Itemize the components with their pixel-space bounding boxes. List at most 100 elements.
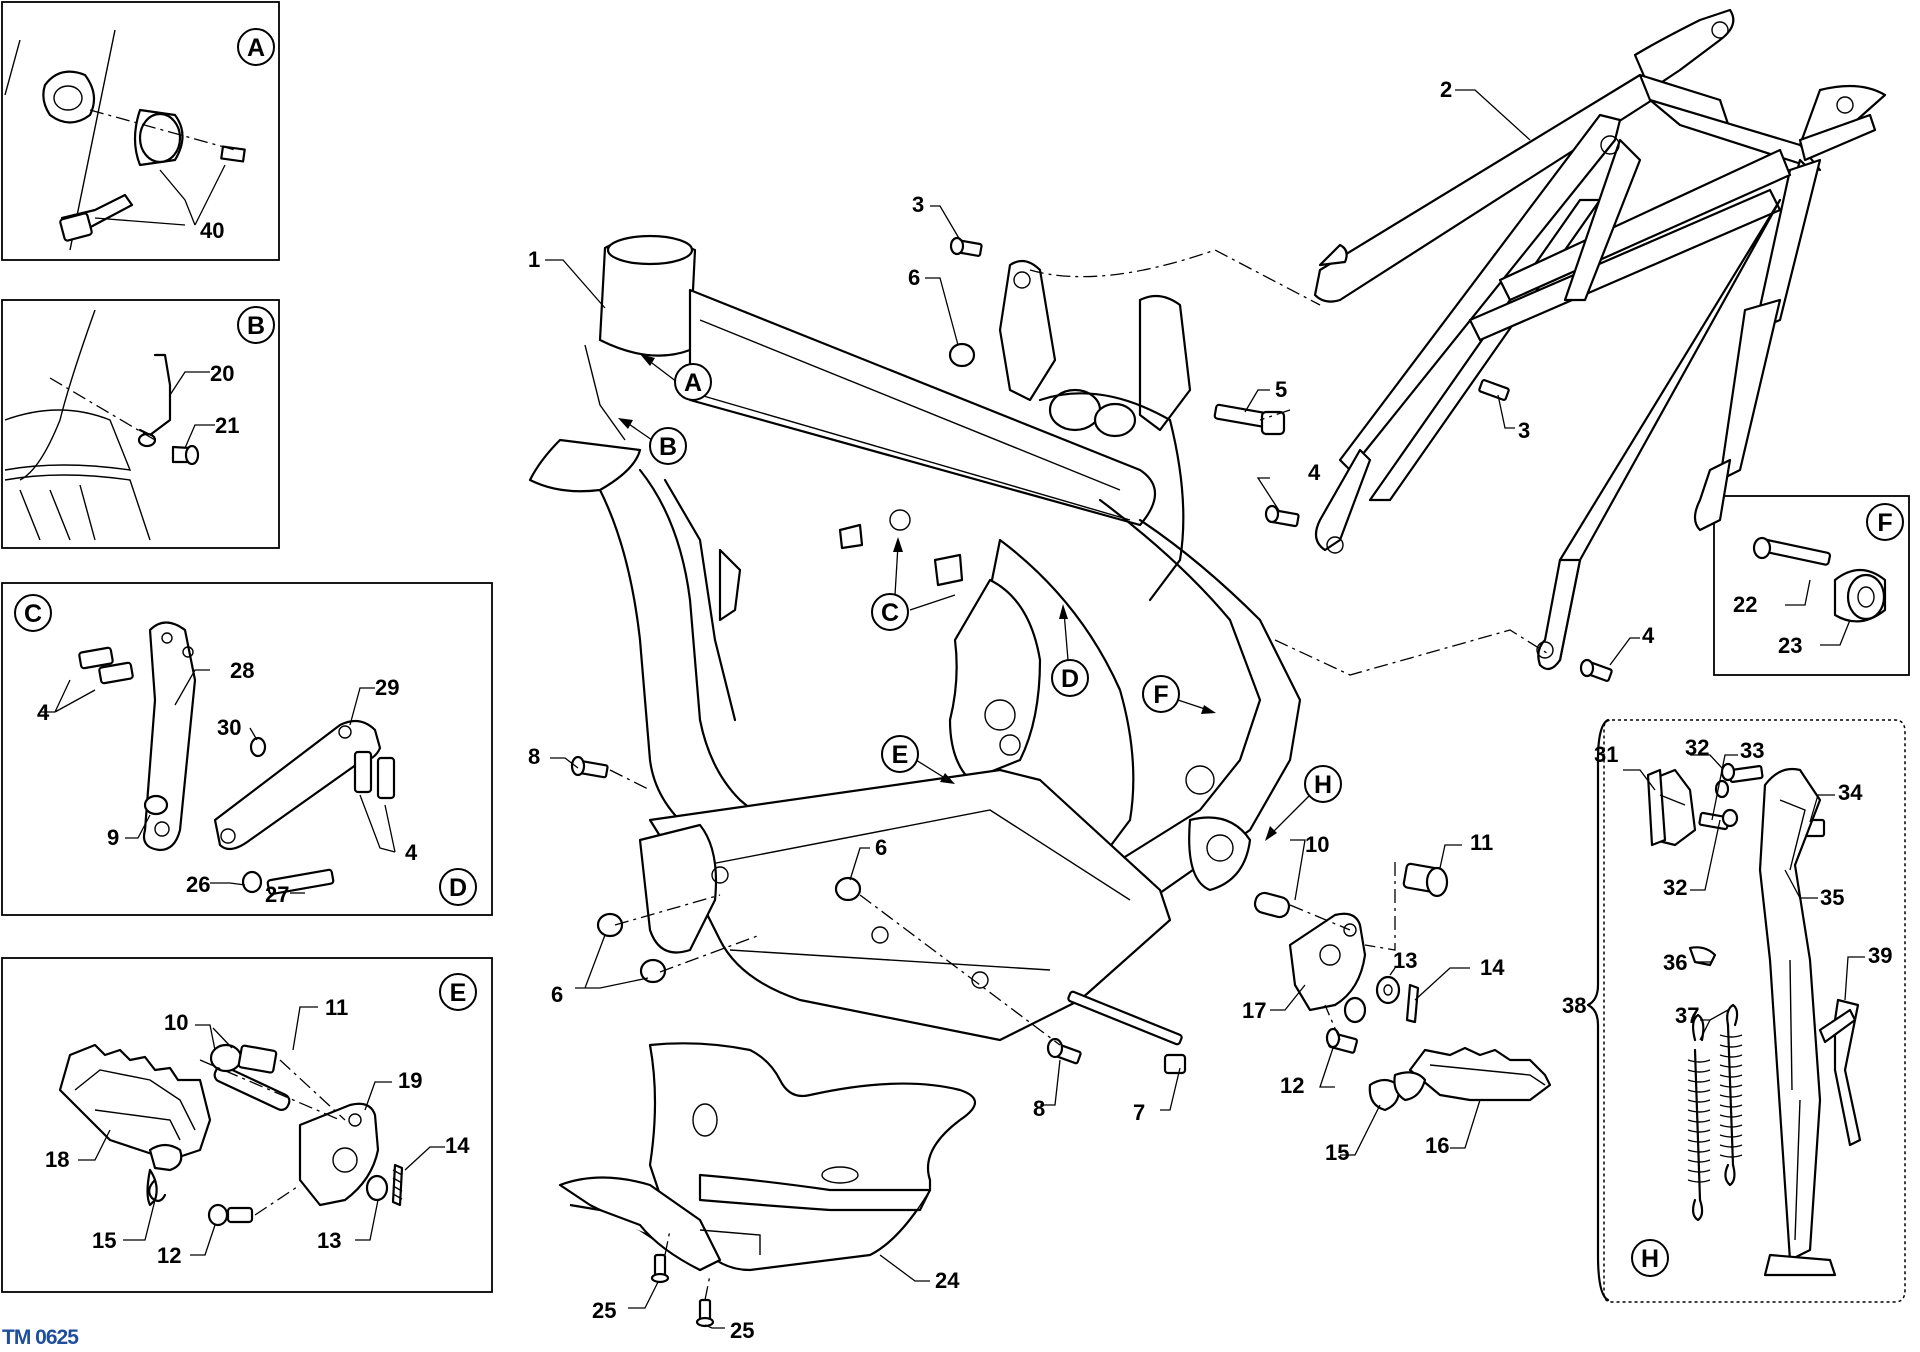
label-27: 27: [265, 882, 289, 907]
label-23: 23: [1778, 633, 1802, 658]
svg-text:D: D: [1061, 665, 1079, 693]
label-6-bottom: 6: [551, 982, 563, 1007]
skid-plate-drawing: [558, 1042, 977, 1328]
detail-box-b: [1, 299, 280, 549]
label-12-detail: 12: [157, 1243, 181, 1268]
svg-text:A: A: [684, 369, 702, 397]
svg-text:E: E: [892, 741, 909, 769]
detail-box-e: [1, 957, 493, 1293]
label-10-detail: 10: [164, 1010, 188, 1035]
svg-text:B: B: [247, 312, 265, 340]
label-33: 33: [1740, 738, 1764, 763]
main-frame-drawing: [528, 234, 1302, 1042]
callout-c-main: C: [871, 537, 956, 631]
label-7: 7: [1133, 1100, 1145, 1125]
label-30: 30: [217, 715, 241, 740]
label-14: 14: [1480, 955, 1505, 980]
label-35: 35: [1820, 885, 1844, 910]
label-6-mid: 6: [875, 835, 887, 860]
callout-e-main: E: [881, 735, 955, 784]
svg-text:C: C: [881, 599, 899, 627]
label-37: 37: [1675, 1003, 1699, 1028]
detail-cd-drawing: [40, 621, 396, 896]
label-26: 26: [186, 872, 210, 897]
callout-d-detail: D: [439, 868, 477, 906]
label-1: 1: [528, 247, 540, 272]
detail-h-drawing: [1623, 754, 1865, 1277]
label-12: 12: [1280, 1073, 1304, 1098]
label-13-detail: 13: [317, 1228, 341, 1253]
svg-text:E: E: [450, 979, 467, 1007]
label-15-detail: 15: [92, 1228, 116, 1253]
callout-f-main: F: [1142, 675, 1216, 714]
callout-c-detail: C: [14, 594, 52, 632]
label-15: 15: [1325, 1140, 1349, 1165]
label-4-frame: 4: [1308, 460, 1321, 485]
main-hardware: [570, 236, 1613, 1112]
callout-h-main: H: [1265, 765, 1342, 841]
callout-b-main: B: [618, 418, 687, 465]
label-16: 16: [1425, 1133, 1449, 1158]
label-13: 13: [1393, 948, 1417, 973]
detail-box-c-d: [1, 582, 493, 916]
callout-h-detail: H: [1631, 1239, 1669, 1277]
svg-text:H: H: [1641, 1245, 1659, 1273]
label-22: 22: [1733, 592, 1757, 617]
label-32-top: 32: [1685, 735, 1709, 760]
detail-b-drawing: [4, 309, 215, 541]
svg-text:B: B: [659, 433, 677, 461]
label-4-cd-left: 4: [37, 700, 50, 725]
callout-a-detail: A: [237, 28, 275, 66]
label-28: 28: [230, 658, 254, 683]
label-32-bottom: 32: [1663, 875, 1687, 900]
label-20: 20: [210, 361, 234, 386]
svg-text:D: D: [449, 874, 467, 902]
callout-a-main: A: [640, 354, 712, 401]
svg-text:H: H: [1314, 771, 1332, 799]
label-2: 2: [1440, 77, 1452, 102]
bracket-38: [1586, 718, 1610, 1302]
label-10: 10: [1305, 832, 1329, 857]
label-8-bottom: 8: [1033, 1096, 1045, 1121]
label-5: 5: [1275, 377, 1287, 402]
document-reference: TM 0625: [2, 1326, 79, 1349]
svg-text:F: F: [1153, 681, 1168, 709]
label-34: 34: [1838, 780, 1863, 805]
detail-e-drawing: [58, 1006, 445, 1256]
label-17: 17: [1242, 998, 1266, 1023]
label-11: 11: [1470, 830, 1493, 855]
label-25-left: 25: [592, 1298, 616, 1323]
label-21: 21: [215, 413, 239, 438]
label-19: 19: [398, 1068, 422, 1093]
label-8-top: 8: [528, 744, 540, 769]
svg-text:A: A: [247, 34, 265, 62]
detail-a-drawing: [4, 29, 246, 251]
detail-box-f: [1713, 495, 1910, 676]
label-3-frame: 3: [912, 192, 924, 217]
label-4-subframe: 4: [1642, 623, 1655, 648]
label-24: 24: [935, 1268, 960, 1293]
label-31: 31: [1594, 742, 1618, 767]
subframe-drawing: [1313, 8, 1887, 671]
label-40: 40: [200, 218, 224, 243]
detail-f-drawing: [1752, 536, 1887, 646]
label-18: 18: [45, 1147, 69, 1172]
label-38: 38: [1562, 993, 1586, 1018]
label-25-right: 25: [730, 1318, 754, 1343]
label-14-detail: 14: [445, 1133, 470, 1158]
callout-f-detail: F: [1866, 503, 1904, 541]
svg-text:C: C: [24, 600, 42, 628]
label-3-subframe: 3: [1518, 418, 1530, 443]
label-39: 39: [1868, 943, 1892, 968]
label-6-top: 6: [908, 265, 920, 290]
label-36: 36: [1663, 950, 1687, 975]
callout-d-main: D: [1051, 604, 1089, 697]
label-11-detail: 11: [325, 995, 348, 1020]
label-9: 9: [107, 825, 119, 850]
callout-b-detail: B: [237, 306, 275, 344]
label-4-cd-right: 4: [405, 840, 418, 865]
label-29: 29: [375, 675, 399, 700]
detail-box-a: [1, 1, 280, 261]
svg-text:F: F: [1877, 509, 1892, 537]
